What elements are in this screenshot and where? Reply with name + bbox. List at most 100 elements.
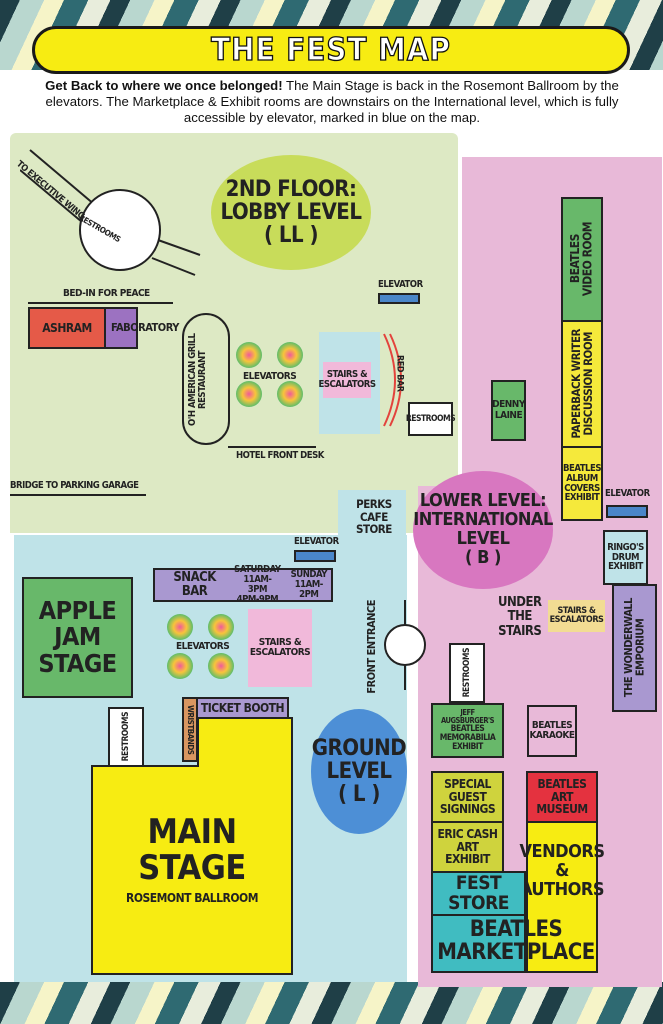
- under-line2: THE: [507, 609, 533, 625]
- album-covers-room: BEATLES ALBUM COVERS EXHIBIT: [561, 446, 603, 521]
- ground-level-floor-top: [338, 490, 406, 540]
- bottom-stripe-band: [0, 982, 663, 1024]
- ticket-booth: TICKET BOOTH: [196, 697, 289, 719]
- perks-line3: STORE: [356, 522, 392, 537]
- market-line1: BEATLES: [469, 917, 563, 942]
- denny-line2: LAINE: [494, 409, 523, 421]
- apple-line1: APPLE: [38, 596, 117, 626]
- bed-in-line: [28, 302, 173, 304]
- lower-restrooms-label: RESTROOMS: [461, 648, 472, 698]
- under-stairs-label: UNDER THE STAIRS: [498, 595, 542, 639]
- intro-bold: Get Back to where we once belonged!: [45, 78, 283, 93]
- lower-elevator-label: ELEVATOR: [605, 488, 650, 499]
- red-bar-label: RED BAR: [394, 355, 405, 392]
- jeff-line3: MEMORABILIA: [439, 732, 496, 743]
- bridge-label: BRIDGE TO PARKING GARAGE: [10, 480, 139, 491]
- snack-bar: SNACK BAR SATURDAY 11AM-3PM 4PM-9PM SUND…: [153, 564, 333, 605]
- vendors-line3: AUTHORS: [519, 878, 605, 900]
- karaoke-room: BEATLES KARAOKE: [527, 705, 577, 757]
- ringo-drum-room: RINGO'S DRUM EXHIBIT: [603, 530, 648, 585]
- main-stage-title: MAIN STAGE: [138, 812, 246, 888]
- grill-line2: RESTAURANT: [196, 350, 208, 409]
- special-line2: GUEST: [448, 789, 487, 804]
- lobby-elevator-label: ELEVATOR: [378, 279, 423, 290]
- faboratory-room: FABORATORY: [104, 307, 179, 349]
- front-desk-counter: [228, 446, 316, 448]
- lobby-stairs-line1: STAIRS &: [326, 369, 368, 381]
- front-desk-label: HOTEL FRONT DESK: [236, 450, 324, 461]
- fest-store: FEST STORE: [431, 871, 526, 916]
- lower-badge-line3: LEVEL: [456, 528, 510, 549]
- video-room: BEATLES VIDEO ROOM: [561, 197, 603, 322]
- bed-in-label: BED-IN FOR PEACE: [63, 288, 150, 299]
- jeff-line2: BEATLES: [450, 723, 485, 734]
- karaoke-line1: BEATLES: [531, 719, 573, 731]
- perks-cafe-label: PERKS CAFE STORE: [356, 498, 392, 536]
- ground-stairs-box: STAIRS & ESCALATORS: [248, 609, 312, 687]
- main-stage-shape: [91, 717, 293, 975]
- lobby-restrooms2-label: RESTROOMS: [405, 413, 456, 424]
- vendors-authors: VENDORS & AUTHORS: [520, 821, 605, 973]
- lower-restrooms-box: RESTROOMS: [449, 643, 485, 703]
- lobby-elevators-label: ELEVATORS: [243, 371, 297, 382]
- lower-badge-code: ( B ): [465, 546, 501, 568]
- ground-elevators-icons: [167, 614, 234, 679]
- eric-cash-exhibit: ERIC CASH ART EXHIBIT: [431, 821, 504, 873]
- album-line4: EXHIBIT: [564, 492, 600, 504]
- jeff-line4: EXHIBIT: [452, 741, 483, 752]
- front-entrance-label: FRONT ENTRANCE: [365, 600, 378, 694]
- saturday-hours: SATURDAY 11AM-3PM 4PM-9PM: [234, 564, 281, 605]
- art-line2: ART: [551, 789, 574, 804]
- art-line1: BEATLES: [537, 777, 587, 792]
- lower-elevator-box: [606, 505, 648, 518]
- sat-line1: SATURDAY: [234, 564, 281, 576]
- lower-stairs-line2: ESCALATORS: [549, 615, 604, 625]
- apple-line2: JAM: [54, 622, 101, 652]
- ashram-room: ASHRAM: [28, 307, 106, 349]
- wonderwall-room: THE WONDERWALL EMPORIUM: [612, 584, 657, 712]
- art-line3: MUSEUM: [536, 802, 588, 817]
- ground-elevator-label: ELEVATOR: [294, 536, 339, 547]
- sat-line2: 11AM-3PM: [243, 574, 272, 595]
- lower-badge-line2: INTERNATIONAL: [413, 509, 553, 531]
- main-stage-label: MAIN STAGE ROSEMONT BALLROOM: [92, 812, 292, 905]
- ground-elevators-label: ELEVATORS: [176, 641, 230, 652]
- bridge-line: [10, 494, 146, 496]
- perks-line1: PERKS: [356, 497, 392, 511]
- ground-restrooms-box: RESTROOMS: [108, 707, 144, 767]
- title-banner: THE FEST MAP: [32, 26, 630, 74]
- ringo-line2: DRUM: [611, 551, 640, 563]
- fest-store-label: FEST STORE: [448, 871, 509, 914]
- ground-badge-line1: GROUND: [311, 735, 407, 761]
- special-guest-signings: SPECIAL GUEST SIGNINGS: [431, 771, 504, 823]
- eric-line1: ERIC CASH: [437, 827, 498, 842]
- lobby-badge-code: ( LL ): [263, 223, 319, 249]
- ground-badge-code: ( L ): [338, 782, 380, 808]
- denny-laine-room: DENNY LAINE: [491, 380, 526, 441]
- memorabilia-exhibit: JEFF AUGSBURGER'S BEATLES MEMORABILIA EX…: [431, 703, 504, 758]
- denny-line1: DENNY: [492, 399, 525, 410]
- lobby-badge-line1: 2ND FLOOR:: [225, 176, 357, 202]
- lower-stairs-line1: STAIRS &: [557, 605, 596, 616]
- apple-jam-stage: APPLE JAM STAGE: [22, 577, 133, 698]
- ground-elevator-box: [294, 550, 336, 562]
- lobby-stairs-box: STAIRS & ESCALATORS: [318, 362, 376, 398]
- ticket-booth-label: TICKET BOOTH: [200, 700, 285, 715]
- ashram-label: ASHRAM: [42, 320, 92, 335]
- sat-line3: 4PM-9PM: [236, 593, 279, 605]
- ground-level-badge: GROUND LEVEL ( L ): [311, 709, 407, 834]
- marketplace-label: BEATLES MARKETPLACE: [436, 918, 596, 964]
- karaoke-line2: KARAOKE: [529, 730, 575, 741]
- ringo-line3: EXHIBIT: [608, 561, 643, 573]
- ringo-line1: RINGO'S: [607, 541, 644, 553]
- wristbands-label: WRISTBANDS: [186, 704, 196, 755]
- intro-text: The Main Stage is back in the Rosemont B…: [45, 78, 619, 125]
- lobby-level-extension: [10, 470, 340, 533]
- intro-paragraph: Get Back to where we once belonged! The …: [32, 78, 632, 126]
- grill-restaurant: [182, 313, 230, 445]
- market-line2: MARKETPLACE: [437, 940, 595, 966]
- sun-line2: 11AM-2PM: [294, 579, 324, 600]
- ground-stairs-line1: STAIRS &: [258, 636, 302, 648]
- eric-line2: ART EXHIBIT: [445, 839, 490, 867]
- under-line3: STAIRS: [498, 623, 542, 639]
